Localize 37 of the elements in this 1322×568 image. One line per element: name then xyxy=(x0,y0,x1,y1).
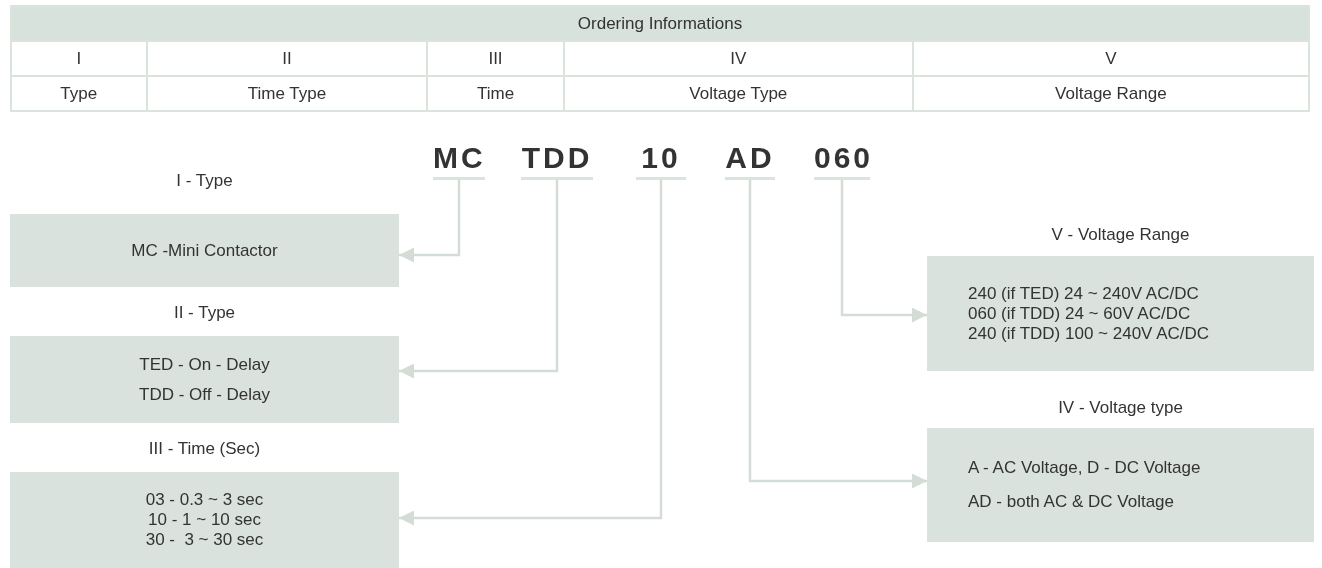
table-cell: I xyxy=(11,41,147,76)
table-cell: III xyxy=(427,41,564,76)
table-header: Ordering Informations xyxy=(11,6,1309,41)
code-segment: AD xyxy=(725,141,775,180)
section-heading: III - Time (Sec) xyxy=(147,438,262,460)
option-text: MC -Mini Contactor xyxy=(131,240,278,261)
code-segment: TDD xyxy=(521,141,593,180)
option-text: 03 - 0.3 ~ 3 sec xyxy=(145,490,264,510)
arrow xyxy=(840,180,927,323)
table-cell: Time Type xyxy=(146,76,428,111)
table-cell: Type xyxy=(11,76,147,111)
code-segment: 10 xyxy=(636,141,686,180)
table-cell: V xyxy=(912,41,1309,76)
table-cell: II xyxy=(146,41,428,76)
option-text: TDD - Off - Delay xyxy=(139,384,270,405)
option-text: A - AC Voltage, D - DC Voltage xyxy=(968,458,1201,478)
arrow xyxy=(399,180,559,379)
section-heading: II - Type xyxy=(172,302,237,324)
option-text: AD - both AC & DC Voltage xyxy=(968,492,1174,512)
option-text: 10 - 1 ~ 10 sec xyxy=(148,510,261,530)
table-cell: Time xyxy=(427,76,564,111)
option-text: 240 (if TDD) 100 ~ 240V AC/DC xyxy=(968,323,1210,344)
section-heading: IV - Voltage type xyxy=(1057,397,1184,419)
option-text: 30 - 3 ~ 30 sec xyxy=(145,530,264,550)
arrow xyxy=(399,180,663,526)
option-text: 240 (if TED) 24 ~ 240V AC/DC xyxy=(968,283,1199,304)
section-heading: I - Type xyxy=(175,170,234,192)
table-cell: IV xyxy=(563,41,913,76)
section-heading: V - Voltage Range xyxy=(1050,224,1191,246)
option-text: 060 (if TDD) 24 ~ 60V AC/DC xyxy=(968,303,1191,324)
option-text: TED - On - Delay xyxy=(139,354,270,375)
code-segment: 060 xyxy=(814,141,870,180)
arrow xyxy=(399,180,461,263)
arrow xyxy=(748,180,927,489)
table-cell: Voltage Range xyxy=(912,76,1309,111)
code-segment: MC xyxy=(433,141,485,180)
table-cell: Voltage Type xyxy=(563,76,913,111)
